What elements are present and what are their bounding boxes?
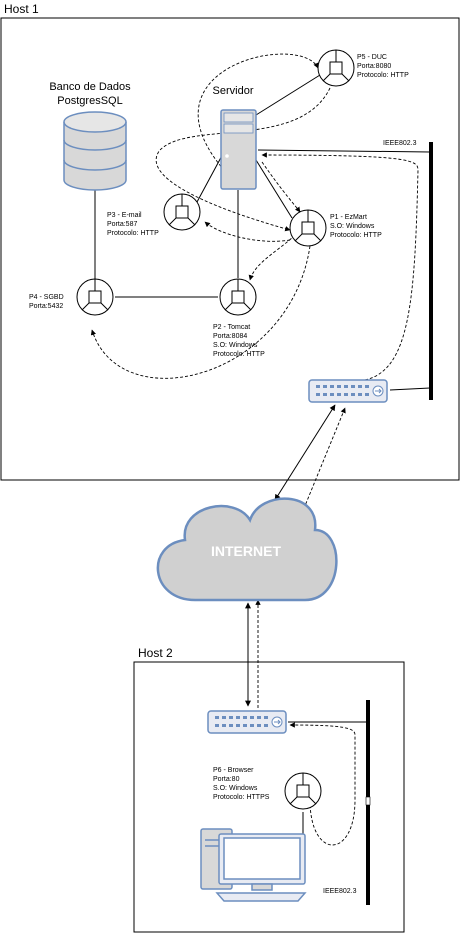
svg-text:P1 - EzMart: P1 - EzMart: [330, 214, 367, 221]
host1-label: Host 1: [4, 2, 39, 16]
svg-text:Protocolo: HTTP: Protocolo: HTTP: [107, 230, 159, 237]
server-icon: [220, 109, 257, 190]
ethernet-bus-host1: [429, 142, 433, 400]
port-node-p2: [219, 278, 257, 316]
bus2-label: IEEE802.3: [323, 888, 357, 895]
p6-label: P6 - Browser Porta:80 S.O: Windows Proto…: [213, 767, 270, 801]
svg-text:Porta:8080: Porta:8080: [357, 63, 391, 70]
svg-text:Protocolo: HTTPS: Protocolo: HTTPS: [213, 794, 270, 801]
svg-text:Protocolo: HTTP: Protocolo: HTTP: [213, 351, 265, 358]
bus1-label: IEEE802.3: [383, 140, 417, 147]
port-node-p1: [289, 209, 327, 247]
svg-text:P4 - SGBD: P4 - SGBD: [29, 294, 64, 301]
p4-label: P4 - SGBD Porta:5432: [29, 294, 64, 310]
svg-text:P2 - Tomcat: P2 - Tomcat: [213, 324, 250, 331]
bus2-connector: [365, 796, 371, 806]
internet-links: [245, 404, 336, 707]
svg-text:S.O: Windows: S.O: Windows: [330, 223, 375, 230]
svg-text:P5 - DUC: P5 - DUC: [357, 54, 387, 61]
database-label-line2: PostgresSQL: [57, 95, 122, 107]
solid-links: [94, 74, 431, 836]
svg-text:P3 - E-mail: P3 - E-mail: [107, 212, 142, 219]
svg-text:Porta:8084: Porta:8084: [213, 333, 247, 340]
host2-frame: [133, 661, 405, 933]
p3-label: P3 - E-mail Porta:587 Protocolo: HTTP: [107, 212, 159, 237]
svg-text:S.O: Windows: S.O: Windows: [213, 342, 258, 349]
port-node-p6: [284, 772, 322, 810]
svg-text:Porta:587: Porta:587: [107, 221, 137, 228]
server-label: Servidor: [213, 85, 254, 97]
internet-cloud-icon: [156, 497, 338, 602]
svg-text:P6 - Browser: P6 - Browser: [213, 767, 254, 774]
p1-label: P1 - EzMart S.O: Windows Protocolo: HTTP: [330, 214, 382, 239]
host2-label: Host 2: [138, 646, 173, 660]
host1-frame: [0, 17, 460, 481]
database-label-line1: Banco de Dados: [49, 81, 131, 93]
database-icon: [63, 111, 127, 191]
switch-icon-host1: [308, 379, 388, 403]
desktop-computer-icon: [200, 828, 307, 902]
switch-icon-host2: [207, 710, 287, 734]
svg-text:S.O: Windows: S.O: Windows: [213, 785, 258, 792]
port-node-p4: [76, 278, 114, 316]
p5-label: P5 - DUC Porta:8080 Protocolo: HTTP: [357, 54, 409, 79]
dashed-links: [90, 53, 419, 846]
internet-label: INTERNET: [211, 543, 281, 559]
port-node-p3: [163, 193, 201, 231]
port-node-p5: [317, 49, 355, 87]
p2-label: P2 - Tomcat Porta:8084 S.O: Windows Prot…: [213, 324, 265, 358]
svg-text:Porta:5432: Porta:5432: [29, 303, 63, 310]
svg-text:Protocolo: HTTP: Protocolo: HTTP: [330, 232, 382, 239]
svg-text:Protocolo: HTTP: Protocolo: HTTP: [357, 72, 409, 79]
svg-text:Porta:80: Porta:80: [213, 776, 240, 783]
